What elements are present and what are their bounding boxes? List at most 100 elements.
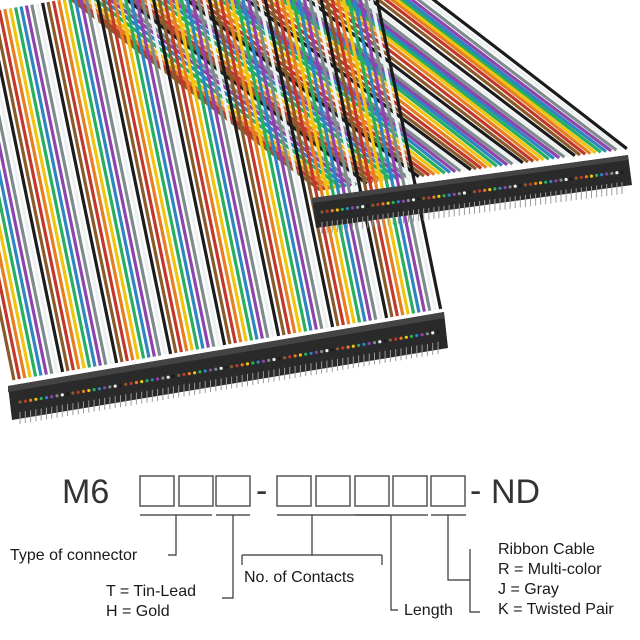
ribbon-wire <box>85 0 162 357</box>
connector-contact <box>394 337 398 341</box>
connector-contact <box>462 191 466 195</box>
connector-contact <box>92 388 96 392</box>
connector-contact <box>483 188 487 192</box>
label-ribbon-multicolor: R = Multi-color <box>498 561 602 578</box>
ribbon-wire <box>0 277 21 380</box>
connector-contact <box>230 365 234 369</box>
ribbon-wire <box>349 0 561 160</box>
ribbon-wire <box>344 0 555 160</box>
connector-contact <box>346 345 350 349</box>
connector-contact <box>345 207 349 211</box>
connector-contact <box>467 190 472 194</box>
ribbon-wire <box>306 0 524 164</box>
ribbon-wire <box>0 167 43 376</box>
ribbon-wire <box>347 0 416 314</box>
ribbon-wire <box>35 3 113 365</box>
label-ribbon-twisted-pair: K = Twisted Pair <box>498 601 614 618</box>
ribbon-wire <box>328 0 540 162</box>
ribbon-wire <box>409 0 613 153</box>
connector-contact <box>145 379 149 383</box>
connector-contact <box>60 393 64 397</box>
code-box-contacts-1 <box>276 475 312 507</box>
ribbon-wire <box>423 0 623 151</box>
ribbon-wire <box>185 0 259 340</box>
part-number-prefix: M6 <box>62 473 109 511</box>
connector-contact <box>427 196 431 200</box>
ribbon-wire <box>129 0 205 349</box>
ribbon-wire <box>235 0 308 332</box>
ribbon-wire <box>352 0 421 313</box>
ribbon-wire <box>376 0 581 157</box>
connector-contact <box>452 192 456 196</box>
connector-contact <box>272 357 276 362</box>
connector-contact <box>340 207 344 211</box>
part-number-suffix: ND <box>491 473 540 511</box>
ribbon-wire <box>19 6 97 367</box>
ribbon-wire <box>325 0 394 318</box>
connector-contact <box>367 341 371 346</box>
connector-contact <box>76 390 80 394</box>
connector-contact <box>309 351 313 355</box>
ribbon-wire <box>207 0 281 337</box>
ribbon-wire <box>314 0 383 320</box>
ribbon-wire <box>339 0 550 161</box>
code-box-plating <box>215 475 251 507</box>
connector-contact <box>314 350 318 354</box>
ribbon-wire <box>0 85 59 374</box>
ribbon-wire <box>294 0 514 166</box>
ribbon-wire <box>404 0 607 153</box>
ribbon-wire <box>284 0 503 167</box>
connector-contact <box>620 170 624 174</box>
connector-contact <box>528 182 533 186</box>
ribbon-wire <box>202 0 275 338</box>
connector-contact <box>256 360 260 364</box>
connector-contact <box>422 196 426 200</box>
connector-contact <box>330 209 334 213</box>
ribbon-wire <box>118 0 194 351</box>
connector-contact <box>518 184 522 188</box>
ribbon-cable-photo <box>0 0 632 424</box>
connector-contact <box>415 333 419 338</box>
ribbon-wire <box>0 303 16 381</box>
ribbon-wire <box>275 0 345 326</box>
connector-contact <box>361 205 365 209</box>
connector-contact <box>554 179 558 183</box>
ribbon-wire <box>152 0 227 346</box>
connector-contact <box>44 396 49 400</box>
part-number-diagram: M6 - - ND Type of connector T = Tin-Lead… <box>10 472 614 620</box>
ribbon-wire <box>73 0 151 358</box>
connector-contact <box>182 372 186 377</box>
connector-contact <box>503 186 507 190</box>
ribbon-wire <box>213 0 286 336</box>
connector-contact <box>376 202 380 207</box>
ribbon-wire <box>375 0 443 310</box>
ribbon-wire <box>354 0 566 159</box>
upper-connector <box>312 155 632 234</box>
label-ribbon-cable: Ribbon Cable <box>498 541 595 558</box>
connector-contact <box>298 353 302 357</box>
ribbon-wire <box>252 0 324 330</box>
ribbon-wire <box>174 0 248 342</box>
connector-contact <box>579 175 583 179</box>
ribbon-wire <box>14 7 92 368</box>
connector-contact <box>391 200 395 205</box>
ribbon-wire <box>157 0 232 345</box>
connector-contact <box>208 368 213 372</box>
label-length: Length <box>404 602 453 619</box>
ribbon-wire <box>140 0 216 348</box>
connector-contact <box>87 388 91 393</box>
ribbon-wire <box>302 0 372 321</box>
connector-contact <box>399 336 403 340</box>
connector-contact <box>584 175 589 179</box>
connector-contact <box>409 334 414 338</box>
connector-contact <box>118 383 123 387</box>
connector-contact <box>417 197 421 201</box>
connector-contact <box>29 398 33 402</box>
connector-contact <box>304 352 308 356</box>
label-plating-tin-lead: T = Tin-Lead <box>106 583 196 600</box>
ribbon-wire <box>280 0 351 325</box>
connector-contact <box>600 173 604 177</box>
ribbon-wire <box>383 0 587 156</box>
label-plating-gold: H = Gold <box>106 603 170 620</box>
connector-contact <box>357 343 361 347</box>
